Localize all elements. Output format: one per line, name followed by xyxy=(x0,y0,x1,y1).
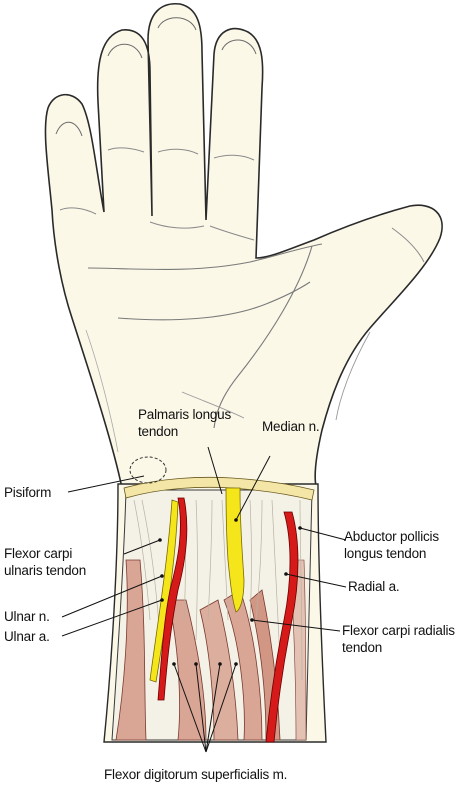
crease xyxy=(157,148,199,155)
hypothenar-line xyxy=(85,329,119,453)
label-flexor-carpi-ulnaris: Flexor carpi ulnaris tendon xyxy=(4,545,86,579)
crease xyxy=(213,154,255,161)
label-abductor-pollicis-longus: Abductor pollicis longus tendon xyxy=(344,528,439,562)
label-line: tendon xyxy=(138,424,179,439)
hand-outline xyxy=(44,3,443,489)
label-line: Median n. xyxy=(262,419,320,434)
label-line: Palmaris longus xyxy=(138,407,232,422)
label-line: Ulnar n. xyxy=(4,609,50,624)
label-line: longus tendon xyxy=(344,546,427,561)
ulnar-artery xyxy=(157,497,188,701)
label-line: Flexor carpi xyxy=(4,546,73,561)
label-line: Pisiform xyxy=(4,485,52,500)
palm-crease xyxy=(117,281,311,321)
label-line: Ulnar a. xyxy=(4,629,50,644)
label-radial-artery: Radial a. xyxy=(348,578,400,595)
fds-muscle xyxy=(223,589,263,741)
label-line: Flexor carpi radialis xyxy=(342,623,455,638)
pisiform-marker xyxy=(129,456,167,484)
label-flexor-digitorum-superficialis: Flexor digitorum superficialis m. xyxy=(104,766,287,783)
label-line: tendon xyxy=(342,640,383,655)
label-median-nerve: Median n. xyxy=(262,418,320,435)
crease xyxy=(149,221,205,229)
palm-crease xyxy=(181,391,245,419)
label-line: Radial a. xyxy=(348,579,400,594)
label-line: Abductor pollicis xyxy=(344,529,439,544)
label-palmaris-longus: Palmaris longus tendon xyxy=(138,406,231,440)
label-pisiform: Pisiform xyxy=(4,484,51,501)
flexor-carpi-ulnaris-muscle xyxy=(115,559,147,741)
label-ulnar-nerve: Ulnar n. xyxy=(4,608,50,625)
thenar-line xyxy=(335,331,371,421)
label-ulnar-artery: Ulnar a. xyxy=(4,628,50,645)
finger-nail xyxy=(157,17,197,31)
label-flexor-carpi-radialis: Flexor carpi radialis tendon xyxy=(342,622,455,656)
finger-nail xyxy=(107,43,143,59)
flexor-retinaculum xyxy=(123,476,315,501)
crease xyxy=(59,207,97,215)
radial-artery xyxy=(265,511,299,743)
finger-nail xyxy=(55,121,83,137)
finger-nail xyxy=(221,39,257,55)
label-line: ulnaris tendon xyxy=(4,563,87,578)
ulnar-nerve xyxy=(149,499,179,683)
tendon-fibers xyxy=(133,499,303,681)
leader-lines xyxy=(61,446,347,753)
label-line: Flexor digitorum superficialis m. xyxy=(104,767,288,782)
fds-muscle xyxy=(167,599,207,741)
palm-crease xyxy=(213,245,313,429)
crease xyxy=(391,227,425,263)
median-nerve xyxy=(225,487,245,613)
crease xyxy=(209,225,255,241)
leader-dots xyxy=(158,518,302,666)
palm-crease xyxy=(87,243,323,271)
crease xyxy=(107,147,145,153)
